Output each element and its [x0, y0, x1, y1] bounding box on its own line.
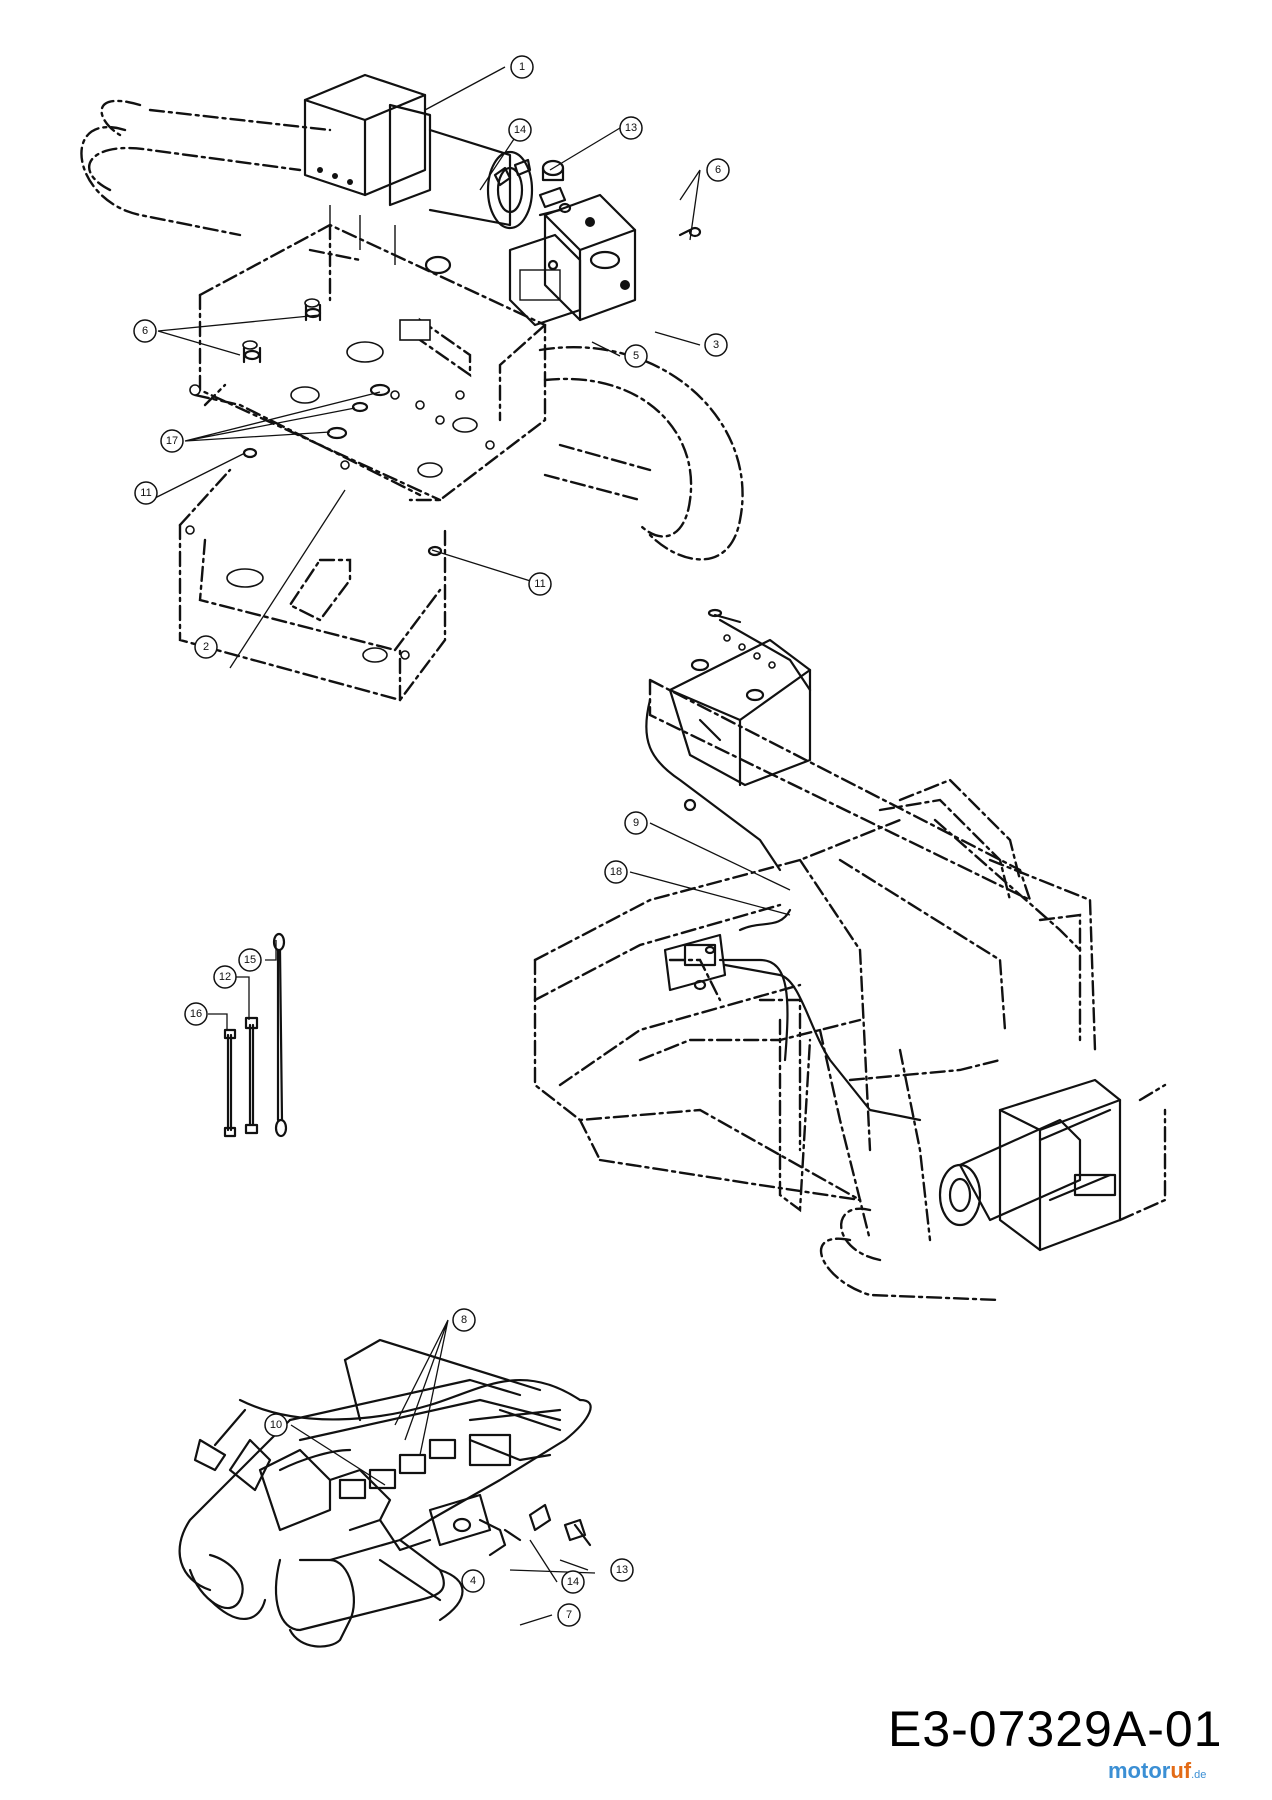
wire-harness-12: [244, 1016, 259, 1135]
callout-16: 16: [184, 1002, 208, 1026]
svg-text:11: 11: [534, 578, 545, 590]
callout-6-left: 6: [133, 319, 157, 343]
fairlead: [543, 193, 637, 322]
callout-11-left: 11: [134, 481, 158, 505]
callout-1: 1: [510, 55, 534, 79]
callout-13-bottom: 13: [610, 1558, 634, 1582]
callout-13-top: 13: [619, 116, 643, 140]
callout-9: 9: [624, 811, 648, 835]
leader-lines: [154, 66, 791, 1626]
watermark-accent: uf: [1170, 1758, 1192, 1783]
svg-text:2: 2: [203, 641, 209, 653]
svg-text:4: 4: [470, 1575, 476, 1587]
svg-text:13: 13: [625, 122, 637, 134]
winch-motor: [303, 73, 534, 265]
dashboard: [178, 1338, 592, 1648]
svg-text:15: 15: [244, 954, 256, 966]
svg-text:18: 18: [610, 866, 622, 878]
callout-8: 8: [452, 1308, 476, 1332]
wire-harness-16: [223, 1028, 237, 1138]
svg-text:17: 17: [166, 435, 178, 447]
svg-text:6: 6: [715, 164, 721, 176]
watermark-main: motor: [1108, 1758, 1171, 1783]
callout-10: 10: [264, 1413, 288, 1437]
svg-text:9: 9: [633, 817, 639, 829]
svg-text:14: 14: [514, 124, 526, 136]
svg-text:1: 1: [519, 61, 525, 73]
solenoid-assembly: [663, 908, 922, 1122]
watermark-tld: .de: [1191, 1769, 1207, 1781]
callout-12: 12: [213, 965, 237, 989]
mount-frame: [178, 468, 447, 702]
callout-18: 18: [604, 860, 628, 884]
svg-text:16: 16: [190, 1008, 202, 1020]
callout-2: 2: [194, 635, 218, 659]
callout-14-top: 14: [508, 118, 532, 142]
winch-mount-plate: [189, 223, 547, 502]
callout-5: 5: [624, 344, 648, 368]
vehicle-frame: [533, 678, 1097, 1242]
svg-text:8: 8: [461, 1314, 467, 1326]
winch-plate-bracket: [508, 233, 582, 327]
frame-winch: [819, 1078, 1167, 1302]
battery: [645, 608, 812, 872]
svg-text:14: 14: [567, 1576, 579, 1588]
callout-11-right: 11: [528, 572, 552, 596]
callout-3: 3: [704, 333, 728, 357]
drawing-code: E3-07329A-01: [888, 1701, 1223, 1757]
svg-text:10: 10: [270, 1419, 282, 1431]
svg-text:7: 7: [566, 1609, 572, 1621]
svg-text:13: 13: [616, 1564, 628, 1576]
callout-17: 17: [160, 429, 184, 453]
svg-text:5: 5: [633, 350, 639, 362]
callout-15: 15: [238, 948, 262, 972]
svg-text:3: 3: [713, 339, 719, 351]
callout-7: 7: [557, 1603, 581, 1627]
wire-harness-15: [272, 932, 288, 1138]
callout-14-bottom: 14: [561, 1570, 585, 1594]
callout-6-right: 6: [706, 158, 730, 182]
svg-text:6: 6: [142, 325, 148, 337]
svg-text:12: 12: [219, 971, 231, 983]
callout-4: 4: [461, 1569, 485, 1593]
watermark-logo: motoruf.de: [1108, 1758, 1206, 1784]
svg-text:11: 11: [140, 487, 151, 499]
